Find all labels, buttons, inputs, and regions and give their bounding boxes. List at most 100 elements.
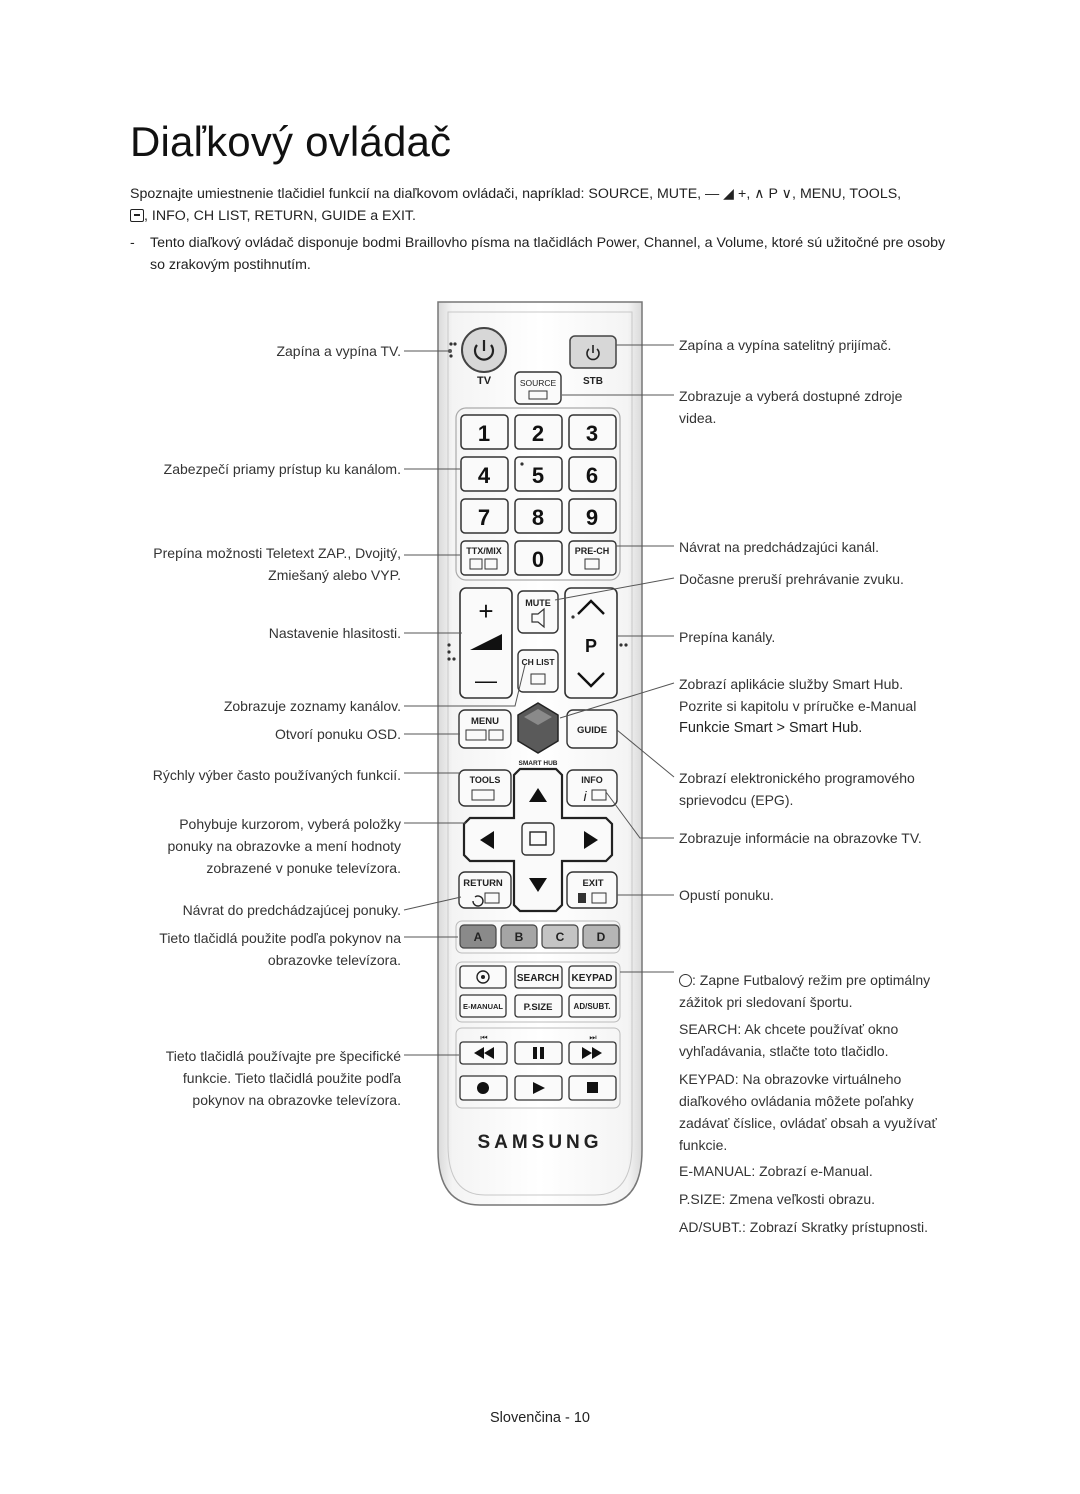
- guide-button: [566, 709, 618, 749]
- label-smart-hub-2: Pozrite si kapitolu v príručke e-Manual: [679, 698, 917, 714]
- label-info: Zobrazuje informácie na obrazovke TV.: [679, 830, 922, 846]
- label-keypad-3: zadávať číslice, ovládať obsah a využíva…: [679, 1115, 937, 1131]
- label-return: Návrat do predchádzajúcej ponuky.: [182, 902, 401, 918]
- braille-note: - Tento diaľkový ovládač disponuje bodmi…: [130, 232, 950, 276]
- play-icon: [533, 1082, 545, 1094]
- label-media-2: funkcie. Tieto tlačidlá použite podľa: [182, 1070, 401, 1086]
- label-guide-1: Zobrazí elektronického programového: [679, 770, 915, 786]
- digit-label: 4: [478, 463, 491, 488]
- tools-label: TOOLS: [470, 775, 501, 785]
- label-keypad-2: diaľkového ovládania môžete poľahky: [679, 1093, 914, 1109]
- color-d-label: D: [597, 930, 606, 944]
- label-search-1: SEARCH: Ak chcete používať okno: [679, 1021, 899, 1037]
- digit-button-6: [568, 456, 617, 492]
- label-guide-2: sprievodcu (EPG).: [679, 792, 794, 808]
- down-arrow-icon: [529, 878, 547, 892]
- right-leader-lines: [554, 344, 675, 973]
- label-dpad-2: ponuky na obrazovke a mení hodnoty: [167, 838, 402, 854]
- digit-label: 6: [586, 463, 598, 488]
- mute-label: MUTE: [525, 598, 551, 608]
- color-button-d: [582, 924, 620, 949]
- enter-icon: [529, 831, 547, 846]
- label-smart-hub-3: Funkcie Smart > Smart Hub.: [679, 720, 863, 736]
- digit-label: 1: [478, 421, 490, 446]
- keypad-button: [568, 965, 617, 989]
- info-button: [566, 769, 618, 807]
- label-dpad-1: Pohybuje kurzorom, vyberá položky: [179, 816, 401, 832]
- label-p-size: P.SIZE: Zmena veľkosti obrazu.: [679, 1191, 876, 1207]
- digit-button-1: [460, 414, 509, 450]
- label-football-1: : Zapne Futbalový režim pre optimálny: [679, 969, 930, 991]
- samsung-logo: SAMSUNG: [477, 1132, 602, 1153]
- channel-p-label: P: [585, 636, 597, 656]
- left-arrow-icon: [480, 831, 494, 849]
- football-icon: [679, 974, 692, 987]
- digit-button-9: [568, 498, 617, 534]
- channel-up-icon: [577, 599, 605, 615]
- label-tools: Rýchly výber často používaných funkcií.: [152, 767, 401, 783]
- page-title: Diaľkový ovládač: [130, 118, 452, 165]
- label-number-keys: Zabezpečí priamy prístup ku kanálom.: [163, 461, 401, 477]
- menu-label: MENU: [471, 716, 499, 727]
- digit-button-0: [514, 540, 563, 576]
- pause-button: [514, 1041, 563, 1065]
- digit-label: 0: [532, 547, 544, 572]
- search-button: [514, 965, 563, 989]
- label-tv-power: Zapína a vypína TV.: [276, 343, 401, 359]
- up-arrow-icon: [529, 788, 547, 802]
- search-label: SEARCH: [517, 973, 559, 984]
- label-ch-list: Zobrazuje zoznamy kanálov.: [223, 698, 401, 714]
- number-pad: 1 2 3 4 5 6 7 8 9 TTX/MIX 0 PRE-CH: [460, 414, 617, 576]
- color-button-c: [541, 924, 579, 949]
- channel-down-icon: [577, 672, 605, 688]
- football-icon: [476, 970, 490, 984]
- color-c-label: C: [556, 930, 565, 944]
- color-button-a: [459, 924, 497, 949]
- digit-label: 3: [586, 421, 598, 446]
- smart-hub-label: SMART HUB: [519, 760, 558, 767]
- ch-list-button: [517, 649, 559, 693]
- enter-button: [521, 822, 555, 856]
- label-color-1: Tieto tlačidlá použite podľa pokynov na: [159, 930, 401, 946]
- label-menu: Otvorí ponuku OSD.: [274, 726, 401, 742]
- source-label: SOURCE: [520, 378, 557, 388]
- label-source-2: videa.: [679, 410, 717, 426]
- note-text: Tento diaľkový ovládač disponuje bodmi B…: [150, 235, 946, 273]
- label-football-1-text: : Zapne Futbalový režim pre optimálny: [692, 972, 931, 988]
- guide-label: GUIDE: [577, 725, 607, 736]
- volume-down-label: —: [475, 668, 497, 693]
- ttx-mix-label: TTX/MIX: [466, 546, 502, 556]
- label-ttx-mix-2: Zmiešaný alebo VYP.: [268, 567, 401, 583]
- mute-button: [517, 590, 559, 634]
- digit-button-8: [514, 498, 563, 534]
- label-mute: Dočasne preruší prehrávanie zvuku.: [679, 571, 904, 587]
- record-icon: [477, 1082, 489, 1094]
- label-stb-power: Zapína a vypína satelitný prijímač.: [679, 337, 892, 353]
- volume-up-label: +: [478, 596, 493, 626]
- digit-label: 2: [532, 421, 544, 446]
- label-keypad-1: KEYPAD: Na obrazovke virtuálneho: [679, 1071, 902, 1087]
- source-button: [514, 371, 562, 405]
- label-smart-hub-1: Zobrazí aplikácie služby Smart Hub.: [679, 676, 904, 692]
- left-leader-lines: [403, 349, 526, 1056]
- label-keypad-4: funkcie.: [679, 1137, 728, 1153]
- label-media-1: Tieto tlačidlá používajte pre špecifické: [165, 1048, 401, 1064]
- label-e-manual: E-MANUAL: Zobrazí e-Manual.: [679, 1163, 873, 1179]
- stb-label: STB: [583, 376, 603, 387]
- mute-icon: [531, 607, 545, 629]
- e-manual-button: [459, 994, 507, 1018]
- label-exit: Opustí ponuku.: [679, 887, 774, 903]
- label-channel: Prepína kanály.: [679, 629, 776, 645]
- intro-line-2-text: , INFO, CH LIST, RETURN, GUIDE a EXIT.: [144, 208, 416, 224]
- channel-rocker: [564, 587, 618, 699]
- menu-button: [458, 709, 512, 749]
- keypad-label: KEYPAD: [572, 973, 613, 984]
- label-ad-subt: AD/SUBT.: Zobrazí Skratky prístupnosti.: [679, 1219, 928, 1235]
- label-source-1: Zobrazuje a vyberá dostupné zdroje: [679, 388, 903, 404]
- color-button-b: [500, 924, 538, 949]
- digit-label: 5: [532, 463, 544, 488]
- digit-button-7: [460, 498, 509, 534]
- intro-line-1: Spoznajte umiestnenie tlačidiel funkcií …: [130, 186, 902, 202]
- volume-icon: [470, 634, 502, 650]
- digit-button-5: [514, 456, 563, 492]
